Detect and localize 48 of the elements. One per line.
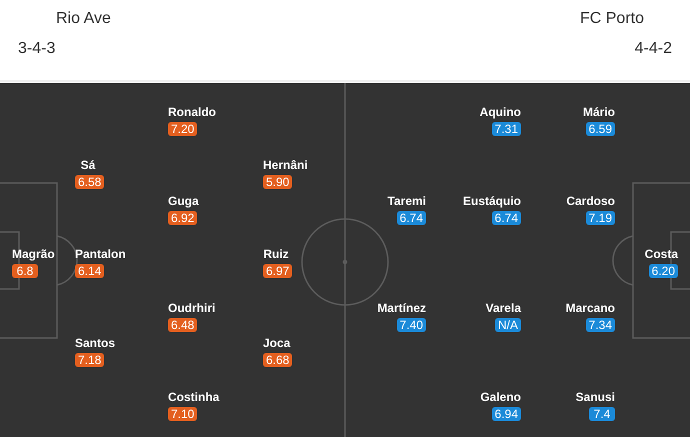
formation-label: 4-4-2 (634, 39, 672, 59)
rating-badge: 6.68 (263, 353, 292, 367)
player-name: Cardoso (566, 194, 615, 208)
player-name: Costa (644, 247, 678, 261)
rating-badge: 7.40 (396, 318, 426, 332)
player-name: Oudrhiri (168, 301, 216, 315)
player-name: Hernâni (263, 158, 308, 172)
team-name: Rio Ave (56, 9, 111, 29)
player-name: Ruiz (263, 247, 289, 261)
rating-badge: 6.92 (168, 211, 198, 225)
player-name: Magrão (12, 247, 55, 261)
player-name: Aquino (480, 105, 521, 119)
player-name: Santos (75, 336, 116, 350)
rating-badge: 7.18 (75, 353, 104, 367)
rating-badge: 6.74 (396, 211, 426, 225)
rating-badge: 6.94 (492, 407, 521, 421)
player-name: Mário (582, 105, 615, 119)
rating-badge: 6.59 (586, 122, 615, 136)
rating-badge: 6.8 (12, 264, 38, 278)
rating-badge: 5.90 (263, 175, 292, 189)
rating-badge: 6.97 (263, 264, 292, 278)
player-name: Sá (80, 158, 96, 172)
player-name: Sanusi (576, 390, 615, 404)
player-name: Galeno (480, 390, 521, 404)
rating-badge: 7.19 (586, 211, 615, 225)
rating-badge: 6.58 (75, 175, 104, 189)
player-name: Guga (168, 194, 199, 208)
rating-badge: 7.20 (168, 122, 198, 136)
player-name: Costinha (168, 390, 220, 404)
rating-badge: 6.14 (75, 264, 104, 278)
rating-badge: 7.10 (168, 407, 198, 421)
player-name: Eustáquio (462, 194, 521, 208)
team-name: FC Porto (580, 9, 644, 29)
rating-badge: 6.20 (648, 264, 678, 278)
player-name: Joca (263, 336, 290, 350)
rating-badge: 6.74 (492, 211, 521, 225)
player-name: Ronaldo (168, 105, 216, 119)
rating-badge: 7.4 (589, 407, 615, 421)
rating-badge: N/A (494, 318, 521, 332)
player-name: Marcano (566, 301, 615, 315)
player-name: Varela (486, 301, 521, 315)
player-name: Martínez (377, 301, 426, 315)
rating-badge: 6.48 (168, 318, 198, 332)
player-name: Taremi (388, 194, 426, 208)
rating-badge: 7.31 (492, 122, 521, 136)
player-name: Pantalon (75, 247, 126, 261)
rating-badge: 7.34 (586, 318, 615, 332)
formation-label: 3-4-3 (18, 39, 56, 59)
